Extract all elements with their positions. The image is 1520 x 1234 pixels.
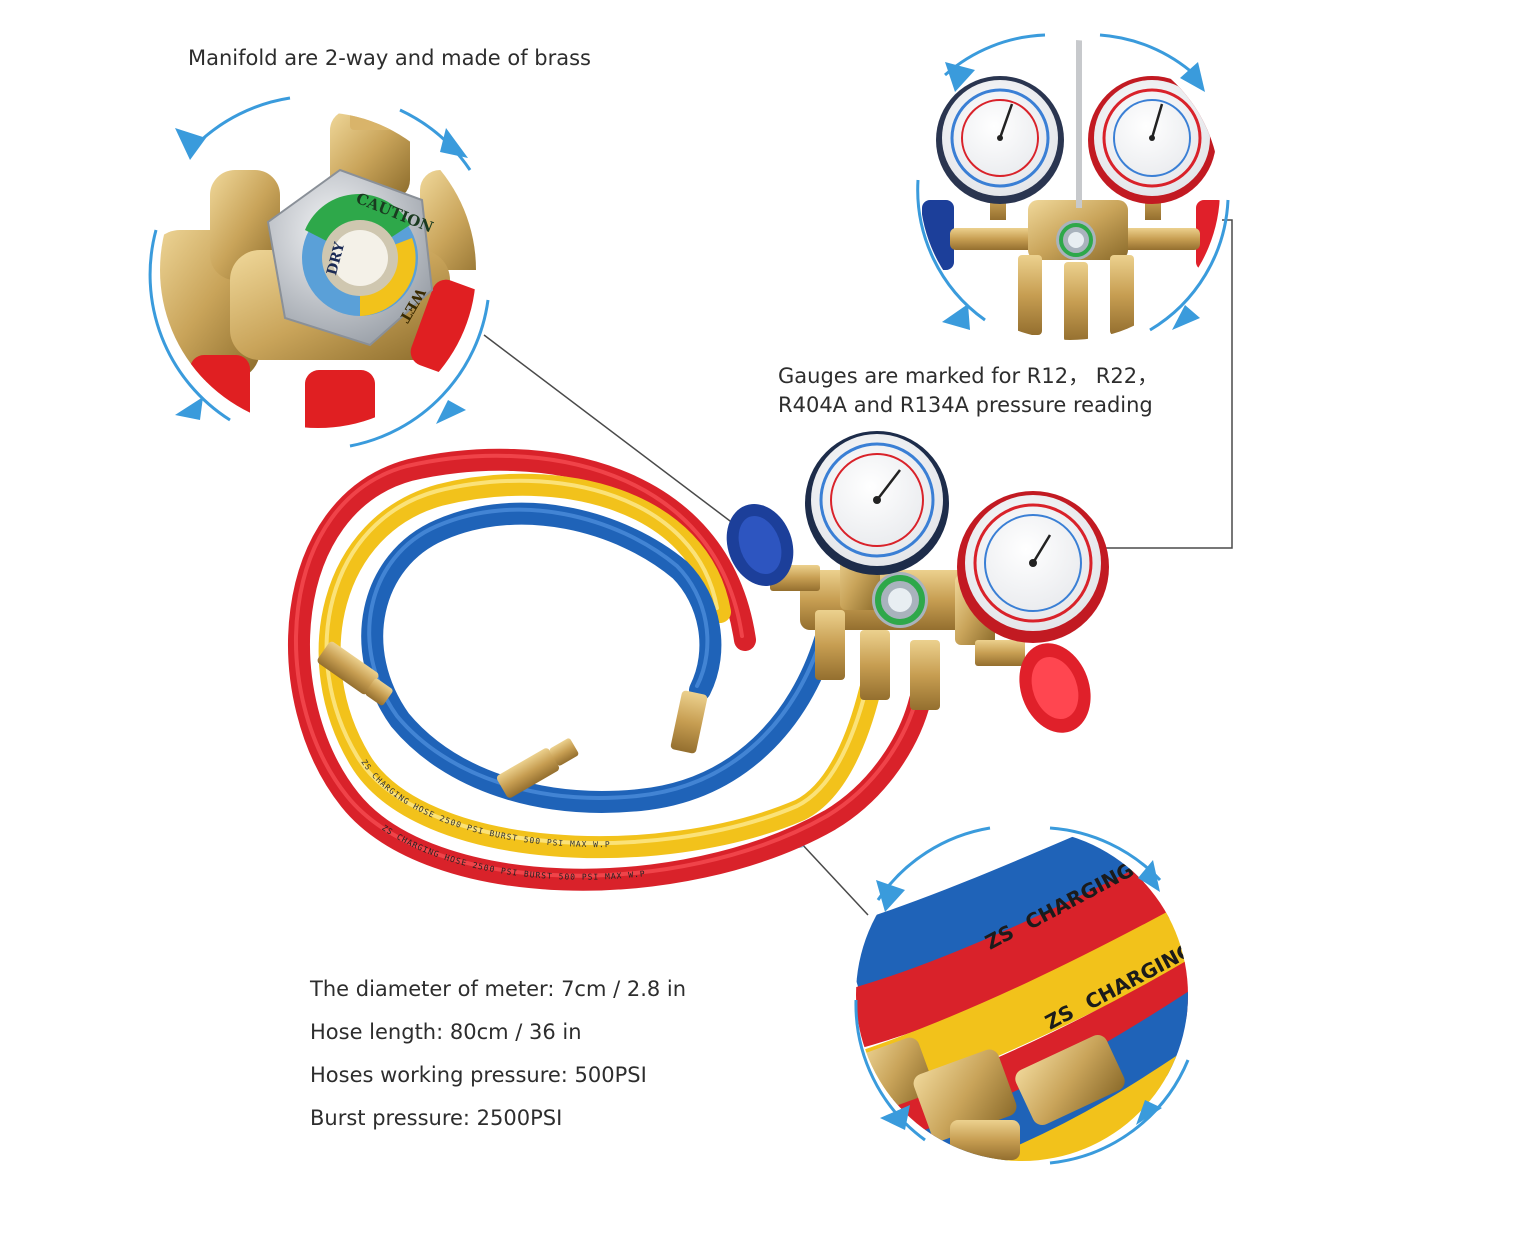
sight-glass <box>872 572 928 628</box>
hose-fitting-left <box>317 641 393 706</box>
arrow-icon <box>942 304 970 330</box>
high-pressure-gauge <box>957 491 1109 643</box>
spec-working-pressure: Hoses working pressure: 500PSI <box>310 1063 647 1087</box>
arrow-icon <box>175 397 203 420</box>
arrow-icon <box>945 62 975 92</box>
gauges-closeup-inset <box>916 33 1230 340</box>
arrow-icon <box>876 880 905 912</box>
low-pressure-gauge <box>805 431 949 575</box>
hoses-closeup-inset: ZS CHARGING ZS CHARGING <box>854 826 1190 1165</box>
low-side-knob <box>726 504 794 586</box>
arrow-icon <box>1172 305 1200 330</box>
manifold-gauge-set <box>726 431 1109 733</box>
manifold-caption: Manifold are 2-way and made of brass <box>188 46 591 70</box>
arrow-icon <box>1138 860 1160 892</box>
spec-meter-diameter: The diameter of meter: 7cm / 2.8 in <box>310 977 687 1001</box>
arrow-icon <box>1180 62 1205 92</box>
low-gauge-needle <box>876 469 901 501</box>
hose-fitting-right <box>670 690 708 754</box>
gauges-caption-line-1: Gauges are marked for R12， R22， <box>778 364 1159 388</box>
arrow-icon <box>880 1105 910 1130</box>
arrow-icon <box>436 400 466 424</box>
gauges-caption-line-2: R404A and R134A pressure reading <box>778 393 1153 417</box>
hose-fitting-mid <box>496 738 579 798</box>
gauges-caption: Gauges are marked for R12， R22， R404A an… <box>778 362 1158 420</box>
spec-burst-pressure: Burst pressure: 2500PSI <box>310 1106 563 1130</box>
spec-hose-length: Hose length: 80cm / 36 in <box>310 1020 582 1044</box>
high-gauge-needle <box>1031 534 1052 564</box>
high-side-knob <box>1019 643 1091 733</box>
arrow-icon <box>440 128 468 158</box>
manifold-closeup-inset: CAUTION DRY WET <box>148 96 490 448</box>
high-side-valve-stem <box>975 640 1025 666</box>
specifications-list: The diameter of meter: 7cm / 2.8 in Hose… <box>310 968 686 1140</box>
arrow-icon <box>1136 1100 1162 1125</box>
arrow-icon <box>175 128 206 160</box>
